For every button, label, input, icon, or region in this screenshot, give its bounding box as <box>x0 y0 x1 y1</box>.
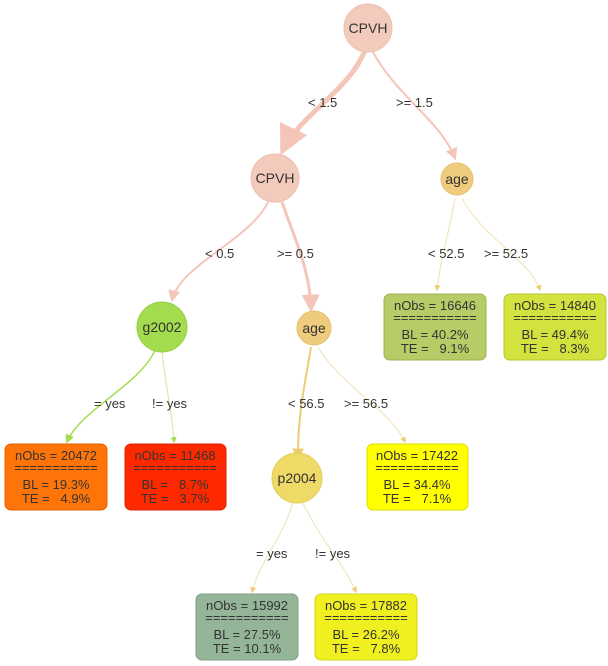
edge-p2004-right <box>301 500 357 594</box>
edge-label-agem-right: >= 56.5 <box>344 396 388 411</box>
leaf-nobs: nObs = 16646 <box>394 298 476 313</box>
edge-label-ager-right: >= 52.5 <box>484 246 528 261</box>
leaf-nobs: nObs = 11468 <box>134 448 215 463</box>
leaf-te: TE = 9.1% <box>401 341 470 356</box>
leaf-te: TE = 4.9% <box>22 491 91 506</box>
leaf-separator: =========== <box>14 460 98 475</box>
leaf-nobs: nObs = 17422 <box>376 448 458 463</box>
leaf-separator: =========== <box>133 460 217 475</box>
leaf-bl: BL = 27.5% <box>213 627 281 642</box>
leaf-nobs: nObs = 20472 <box>15 448 97 463</box>
node-p2004: p2004 <box>271 452 323 504</box>
edge-label-g2002-left: = yes <box>94 396 126 411</box>
leaf-nobs-16646: nObs = 16646 =========== BL = 40.2% TE =… <box>383 293 487 361</box>
leaf-bl: BL = 40.2% <box>401 327 469 342</box>
edge-g2002-left <box>65 349 156 444</box>
edge-label-ager-left: < 52.5 <box>428 246 465 261</box>
leaf-nobs: nObs = 17882 <box>325 598 407 613</box>
leaf-nobs-17422: nObs = 17422 =========== BL = 34.4% TE =… <box>366 443 469 511</box>
edge-p2004-left <box>250 500 294 594</box>
leaf-te: TE = 8.3% <box>521 341 590 356</box>
edge-agem-left <box>292 346 312 461</box>
node-root-cpvh: CPVH <box>343 3 393 53</box>
node-age-right: age <box>440 162 474 196</box>
leaf-nobs-20472: nObs = 20472 =========== BL = 19.3% TE =… <box>4 443 108 511</box>
leaf-separator: =========== <box>324 610 408 625</box>
edge-label-agem-left: < 56.5 <box>288 396 325 411</box>
edge-agem-right <box>317 346 406 444</box>
edge-ager-left <box>434 197 456 292</box>
node-label: CPVH <box>256 170 295 186</box>
leaf-nobs-15992: nObs = 15992 =========== BL = 27.5% TE =… <box>195 593 299 661</box>
leaf-bl: BL = 34.4% <box>383 477 451 492</box>
leaf-nobs: nObs = 15992 <box>206 598 288 613</box>
edge-ager-right <box>461 197 542 292</box>
leaf-te: TE = 7.8% <box>332 641 401 656</box>
leaf-te: TE = 7.1% <box>383 491 452 506</box>
node-label: g2002 <box>143 319 182 335</box>
edge-label-cpvh2-right: >= 0.5 <box>277 246 314 261</box>
node-label: CPVH <box>349 20 388 36</box>
edge-label-root-right: >= 1.5 <box>396 95 433 110</box>
edge-g2002-right <box>161 349 177 444</box>
node-label: age <box>302 320 326 336</box>
edge-label-g2002-right: != yes <box>152 396 188 411</box>
leaf-separator: =========== <box>205 610 289 625</box>
leaf-bl: BL = 49.4% <box>521 327 589 342</box>
edge-root-right <box>371 49 458 161</box>
node-label: p2004 <box>278 470 317 486</box>
edge-label-root-left: < 1.5 <box>308 95 337 110</box>
leaf-separator: =========== <box>513 310 597 325</box>
edge-cpvh2-right <box>280 201 320 313</box>
leaf-nobs: nObs = 14840 <box>514 298 596 313</box>
leaf-te: TE = 3.7% <box>141 491 210 506</box>
leaf-bl: BL = 19.3% <box>22 477 90 492</box>
node-label: age <box>445 171 469 187</box>
edge-label-p2004-right: != yes <box>315 546 351 561</box>
leaf-nobs-11468: nObs = 11468 =========== BL = 8.7% TE = … <box>124 443 227 511</box>
leaf-separator: =========== <box>393 310 477 325</box>
node-age-mid: age <box>296 310 332 346</box>
leaf-bl: BL = 26.2% <box>332 627 400 642</box>
leaf-nobs-17882: nObs = 17882 =========== BL = 26.2% TE =… <box>314 593 418 661</box>
leaf-nobs-14840: nObs = 14840 =========== BL = 49.4% TE =… <box>503 293 607 361</box>
edge-cpvh2-left <box>168 201 269 303</box>
edge-label-p2004-left: = yes <box>256 546 288 561</box>
leaf-separator: =========== <box>375 460 459 475</box>
leaf-bl: BL = 8.7% <box>141 477 209 492</box>
node-cpvh-left: CPVH <box>250 153 300 203</box>
leaf-te: TE = 10.1% <box>213 641 282 656</box>
edge-label-cpvh2-left: < 0.5 <box>205 246 234 261</box>
node-g2002: g2002 <box>136 301 188 353</box>
edge-root-left <box>280 49 368 156</box>
